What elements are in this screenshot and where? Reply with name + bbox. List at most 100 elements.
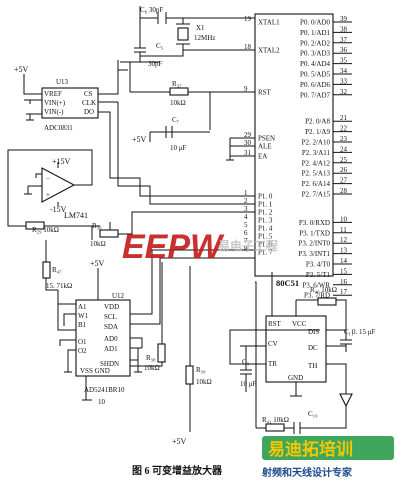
digipot-pin-o1: O1 xyxy=(78,338,87,346)
plus5v-r39: +5V xyxy=(172,437,187,446)
c9-value: 10 μF xyxy=(240,380,257,388)
mcu-right-pin-label: P0. 0/AD0 xyxy=(300,19,330,27)
timer-pin-dc: DC xyxy=(308,344,318,352)
mcu-right-pin-number: 24 xyxy=(340,145,348,153)
digipot-pin-o2: O2 xyxy=(78,347,87,355)
mcu-right-pin-label: P0. 3/AD3 xyxy=(300,50,330,58)
mcu-left-pin-label: P1. 3 xyxy=(258,217,273,225)
mcu-left-pin-number: 2 xyxy=(244,197,248,205)
mcu-left-pin-number: 9 xyxy=(244,85,248,93)
r38-value: 10kΩ xyxy=(144,364,160,372)
c7-label: C₇ xyxy=(172,116,180,124)
r39-label: R₃₉ xyxy=(196,366,206,374)
c11-label: C₁₁ xyxy=(344,328,354,336)
mcu-right-pin-number: 26 xyxy=(340,166,348,174)
mcu-right-pin-label: P3. 5/T1 xyxy=(306,271,331,279)
digipot-pin-scl: SCL xyxy=(104,313,117,321)
mcu-left-pin-label: P1. 4 xyxy=(258,225,273,233)
adc-pin-cs: CS xyxy=(84,90,93,98)
crystal-section: C₆ 30pF X1 12MHz C₅ 30pF R₃₇ 10kΩ C₇ 10 … xyxy=(120,6,255,161)
mcu-right-pin-label: P2. 1/A9 xyxy=(305,128,330,136)
mcu-right-pin-label: P3. 0/RXD xyxy=(299,219,330,227)
x1-value: 12MHz xyxy=(194,34,215,42)
c9-label: C₉ xyxy=(242,358,250,366)
r30-label: R₃₀ xyxy=(92,222,102,230)
digipot-name: AD5241BR10 xyxy=(84,386,125,394)
mcu-right-pin-number: 21 xyxy=(340,114,348,122)
digipot-pin-sda: SDA xyxy=(104,323,118,331)
r30-value: 10kΩ xyxy=(90,240,106,248)
mcu-right-pin-label: P0. 7/AD7 xyxy=(300,91,330,99)
mcu-right-pin-number: 39 xyxy=(340,15,348,23)
mcu-right-pin-number: 11 xyxy=(340,226,347,234)
watermark-training: 易迪拓培训 xyxy=(268,439,353,459)
digipot-ref: U12 xyxy=(112,292,125,300)
mcu-left-pin-label: P1. 5 xyxy=(258,233,273,241)
mcu-left-pin-number: 18 xyxy=(244,43,252,51)
mcu-left-pin-label: P1. 7 xyxy=(258,249,273,257)
mcu-right-pin-number: 16 xyxy=(340,278,348,286)
mcu-left-pin-label: RST xyxy=(258,89,272,97)
mcu-left-pin-label: P1. 2 xyxy=(258,209,273,217)
mcu-left-pin-number: 31 xyxy=(244,149,252,157)
mcu-left-pin-number: 8 xyxy=(244,245,248,253)
r37-value: 10kΩ xyxy=(170,99,186,107)
mcu-right-pin-label: P2. 3/A11 xyxy=(302,149,331,157)
training-watermark: 易迪拓培训 射频和天线设计专家 xyxy=(261,436,394,479)
timer-pin-rst: RST xyxy=(268,320,282,328)
mcu-right-pin-label: P3. 1/TXD xyxy=(299,229,330,237)
mcu-left-pin-number: 3 xyxy=(244,205,248,213)
watermark-tagline: 射频和天线设计专家 xyxy=(261,466,353,479)
digipot-pin-10: 10 xyxy=(98,398,106,406)
mcu-right-pin-number: 17 xyxy=(340,288,348,296)
mcu-right-pin-number: 22 xyxy=(340,125,348,133)
timer-pin-tr: TR xyxy=(268,360,277,368)
mcu-left-pin-label: EA xyxy=(258,153,267,161)
mcu-left-pin-label: P1. 1 xyxy=(258,201,273,209)
adc-name: ADC0831 xyxy=(44,124,73,132)
mcu-right-pin-number: 32 xyxy=(340,88,348,96)
mcu-right-pin-number: 34 xyxy=(340,67,348,75)
mcu-right-pin-label: P2. 6/A14 xyxy=(302,180,331,188)
mcu-right-pin-label: P0. 1/AD1 xyxy=(300,29,330,37)
adc-pin-vin-plus: VIN(+) xyxy=(44,99,66,107)
mcu-right-pin-label: P0. 5/AD5 xyxy=(300,71,330,79)
mcu-left-pin-number: 6 xyxy=(244,229,248,237)
mcu-80c51: 80C51 XTAL119XTAL218RST9PSEN29ALE30EA31P… xyxy=(244,13,352,300)
mcu-right-pin-label: P3. 4/T0 xyxy=(306,261,331,269)
opamp-pos-supply: +15V xyxy=(52,157,71,166)
adc-pin-vin-minus: VIN(-) xyxy=(44,108,64,116)
opamp-lm741: − + +15V -15V LM741 R₂₉ 10kΩ R₃₀ 10kΩ R₄… xyxy=(7,149,255,291)
mcu-right-pin-number: 33 xyxy=(340,77,348,85)
opamp-plus: + xyxy=(46,191,50,199)
timer-pin-dis: DIS xyxy=(308,328,319,336)
mcu-right-pin-number: 14 xyxy=(340,257,348,265)
mcu-left-pin-label: PSEN xyxy=(258,135,275,143)
mcu-right-pin-number: 15 xyxy=(340,267,348,275)
mcu-left-pin-number: 29 xyxy=(244,131,252,139)
mcu-left-pin-label: XTAL1 xyxy=(258,19,280,27)
x1-label: X1 xyxy=(196,24,205,32)
mcu-right-pin-label: P3. 3/INT1 xyxy=(299,250,331,258)
mcu-left-pin-number: 1 xyxy=(244,189,248,197)
mcu-right-pin-number: 37 xyxy=(340,36,348,44)
mcu-right-pin-label: P0. 2/AD2 xyxy=(300,39,330,47)
r39-value: 10kΩ xyxy=(196,378,212,386)
mcu-left-pin-label: ALE xyxy=(258,143,272,151)
r40-label: R₄₀ 10kΩ xyxy=(310,286,337,294)
mcu-left-pin-number: 19 xyxy=(244,15,252,23)
r47-label: R₄₇ xyxy=(52,266,62,274)
mcu-right-pin-label: P2. 5/A13 xyxy=(302,170,331,178)
adc-ic: U13 ADC0831 VREF VIN(+) VIN(-) CS CLK DO… xyxy=(14,60,255,205)
digipot-pin-w1: W1 xyxy=(78,312,89,320)
mcu-left-pin-number: 30 xyxy=(244,139,252,147)
watermark-eepw: EEPW xyxy=(122,228,225,266)
c11-value: 0. 15 μF xyxy=(352,328,376,336)
adc-pin-vref: VREF xyxy=(44,90,62,98)
c6-label: C₆ 30pF xyxy=(140,6,163,14)
figure-caption: 图 6 可变增益放大器 xyxy=(132,464,223,477)
digipot-pin-ad1: AD1 xyxy=(104,345,118,353)
mcu-right-pin-label: P3. 2/INT0 xyxy=(299,240,331,248)
